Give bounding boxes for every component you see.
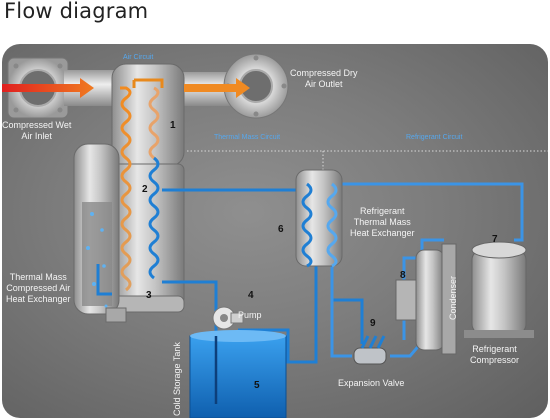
label-number-7: 7 [492,234,498,245]
pump-shape [212,306,244,330]
expansion-valve-shape [353,335,387,365]
label-number-2: 2 [142,184,148,195]
outlet-flange [223,53,289,119]
label-number-4: 4 [248,290,254,301]
expansion-valve-label: Expansion Valve [338,378,405,388]
flow-diagram-svg [2,53,548,418]
label-number-1: 1 [170,120,176,131]
thermal-mass-circuit-label: Thermal Mass Circuit [214,134,281,141]
cold-storage-tank-shape [189,330,287,418]
condenser-shape [395,243,457,355]
inlet-flow-arrow [2,78,94,98]
hot-air-coil [120,86,132,292]
label-number-5: 5 [254,380,260,391]
condenser-label: Condenser [448,275,458,320]
label-number-8: 8 [400,270,406,281]
coil-header [132,78,164,88]
cold-thermal-coil [148,156,160,280]
outlet-air-coil [148,86,160,160]
air-circuit-label: Air Circuit [123,54,154,61]
page-title: Flow diagram [4,0,149,23]
refrigerant-circuit-label: Refrigerant Circuit [406,134,463,141]
outlet-flow-arrow [184,78,250,98]
refrigerant-thermal-hx [295,169,343,268]
pump-label: Pump [238,310,262,320]
label-number-9: 9 [370,318,376,329]
compressor-shape [464,241,534,338]
label-number-3: 3 [146,290,152,301]
condensate-droplets [86,212,108,308]
label-number-6: 6 [278,224,284,235]
cold-storage-tank-label: Cold Storage Tank [172,342,182,416]
